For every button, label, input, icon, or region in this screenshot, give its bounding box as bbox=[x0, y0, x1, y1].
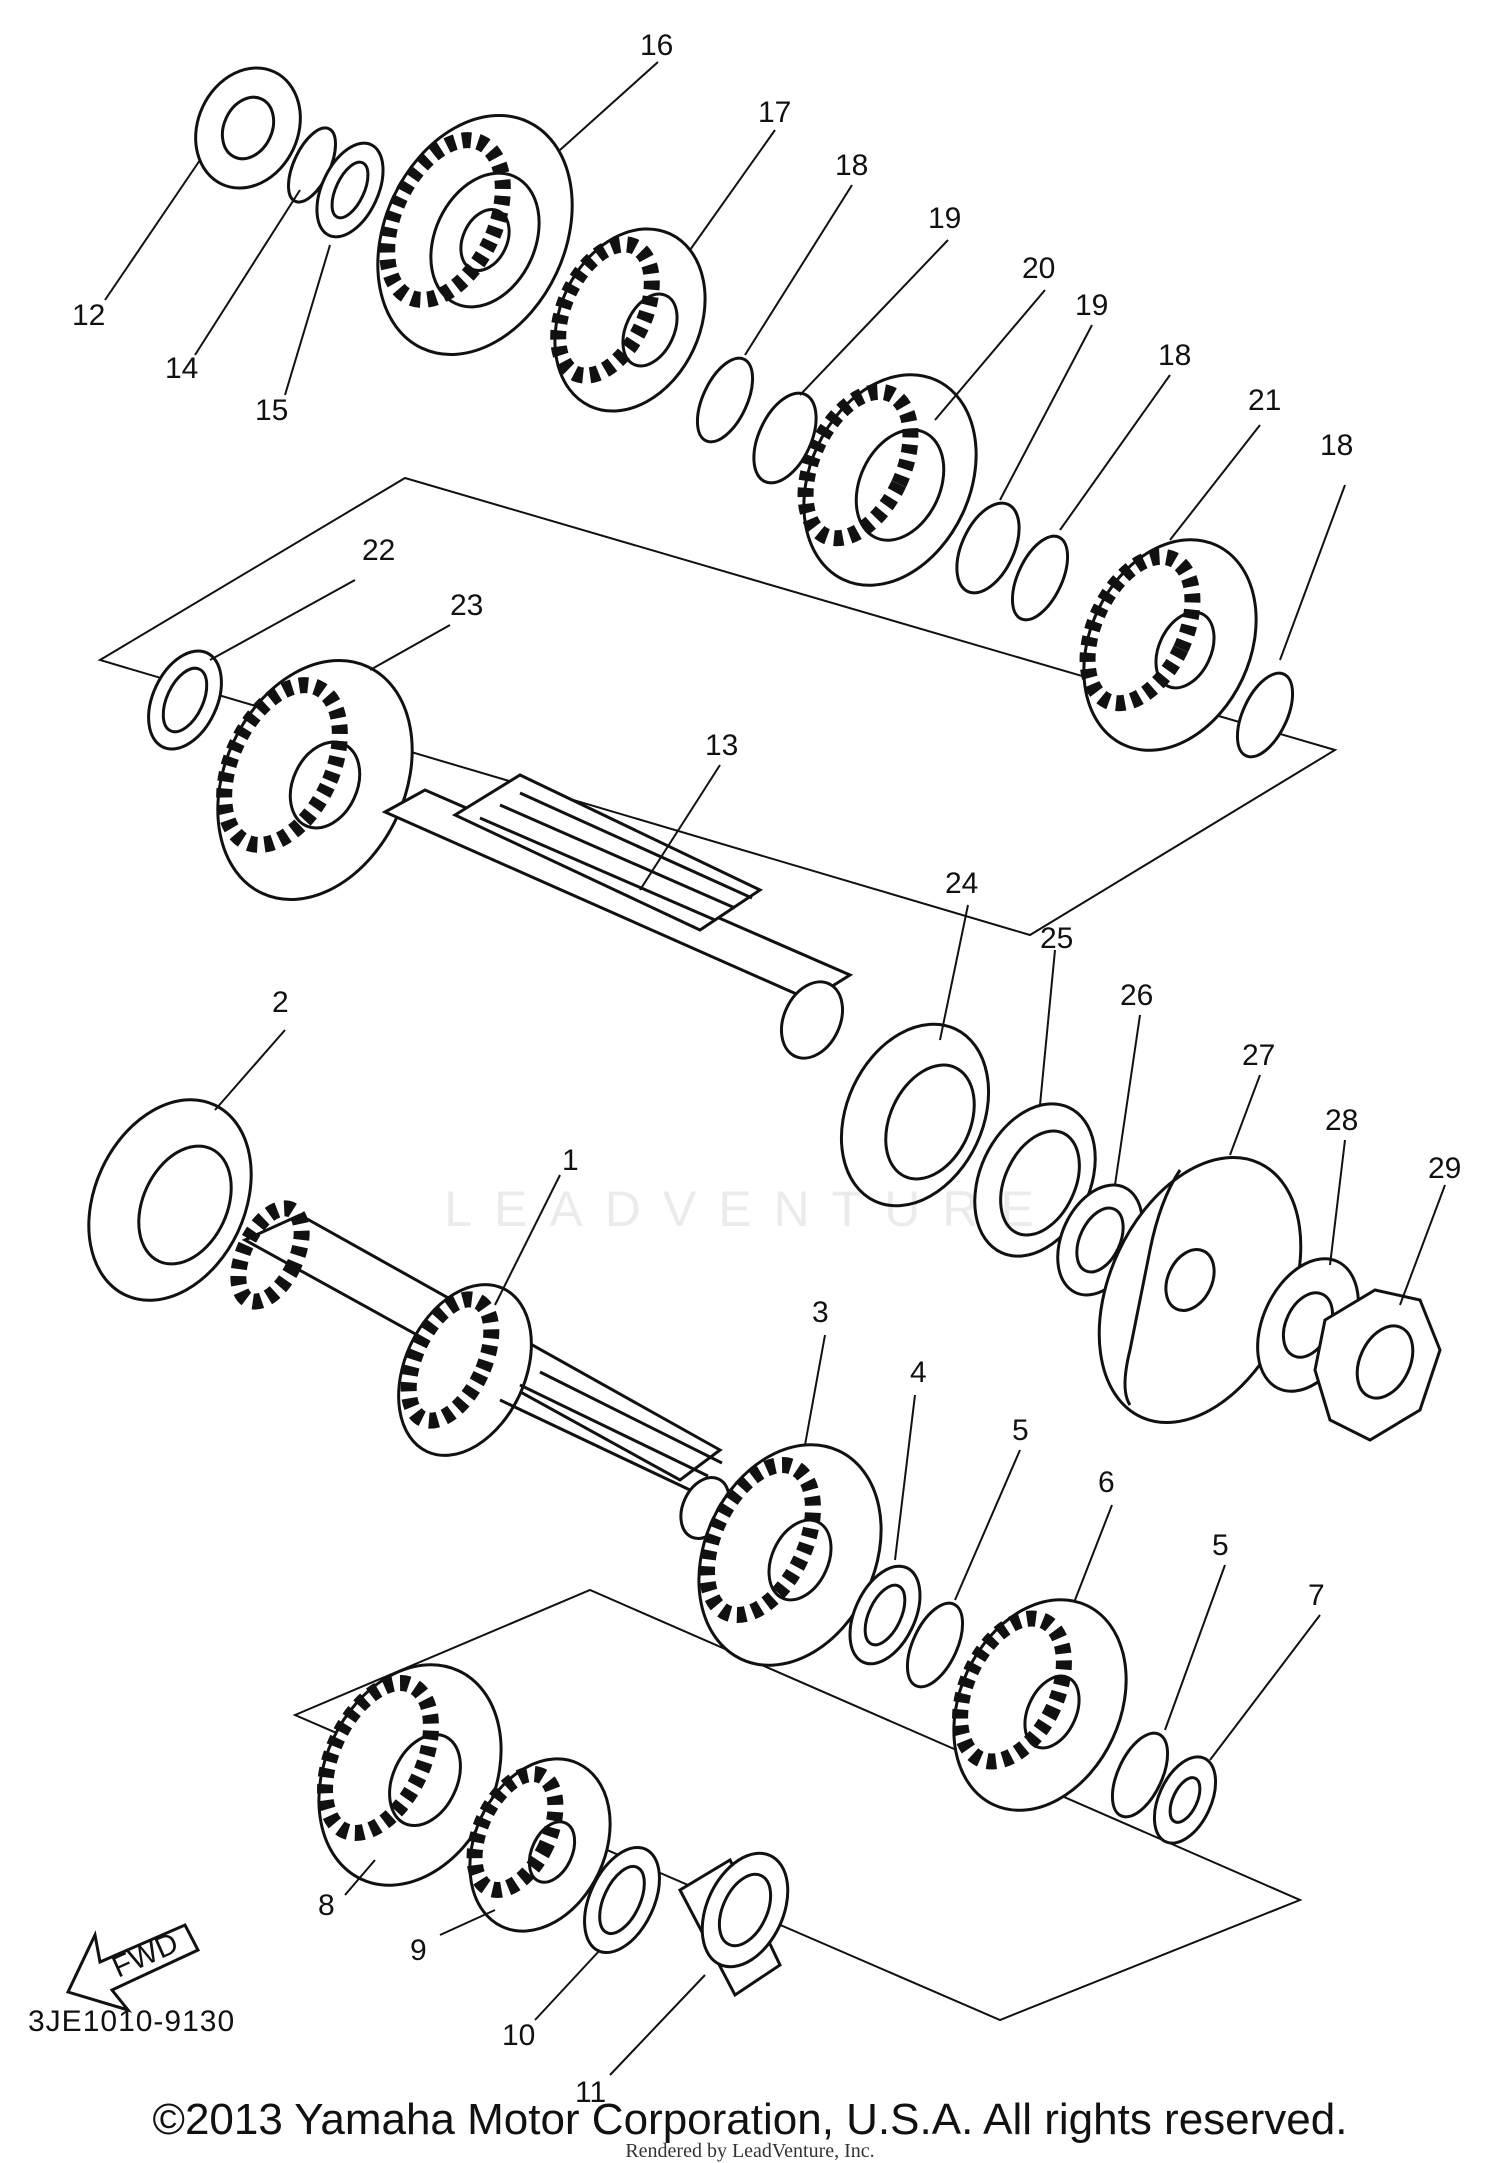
callout-10: 10 bbox=[502, 2019, 535, 2052]
callout-13: 13 bbox=[705, 729, 738, 762]
gear-8 bbox=[317, 1663, 503, 1887]
bearing-2 bbox=[87, 1098, 253, 1302]
callout-29: 29 bbox=[1428, 1152, 1461, 1185]
callout-8: 8 bbox=[318, 1889, 335, 1922]
bearing-24 bbox=[839, 1022, 991, 1208]
callout-23: 23 bbox=[450, 589, 483, 622]
gear-9 bbox=[466, 1757, 612, 1933]
callout-18c: 18 bbox=[1320, 429, 1353, 462]
callout-1: 1 bbox=[562, 1144, 579, 1177]
callout-24: 24 bbox=[945, 867, 978, 900]
callout-17: 17 bbox=[758, 96, 791, 129]
callout-5b: 5 bbox=[1212, 1529, 1229, 1562]
sprocket-27 bbox=[1097, 1156, 1303, 1424]
callout-22: 22 bbox=[362, 534, 395, 567]
callout-19b: 19 bbox=[1075, 289, 1108, 322]
washer-10 bbox=[583, 1845, 661, 1955]
gear-21 bbox=[1079, 538, 1258, 752]
callout-3: 3 bbox=[812, 1296, 829, 1329]
main-shaft-13 bbox=[381, 773, 854, 1060]
washer-7 bbox=[1152, 1755, 1218, 1845]
washer-19b bbox=[955, 501, 1021, 595]
circlip-5a bbox=[905, 1601, 965, 1689]
gear-3 bbox=[697, 1443, 883, 1667]
gear-6 bbox=[952, 1598, 1128, 1812]
callout-9: 9 bbox=[410, 1934, 427, 1967]
watermark: LEADVENTURE bbox=[444, 1181, 1056, 1237]
washer-4 bbox=[848, 1564, 922, 1666]
needle-bearing-11 bbox=[678, 1851, 790, 1998]
drive-axle-1 bbox=[230, 1200, 731, 1540]
nut-29 bbox=[1313, 1288, 1442, 1442]
callout-28: 28 bbox=[1325, 1104, 1358, 1137]
gear-16 bbox=[376, 113, 574, 357]
callout-5a: 5 bbox=[1012, 1414, 1029, 1447]
callout-2: 2 bbox=[272, 986, 289, 1019]
circlip-5b bbox=[1110, 1731, 1170, 1819]
callout-18a: 18 bbox=[835, 149, 868, 182]
gear-20 bbox=[797, 373, 978, 587]
callout-14: 14 bbox=[165, 352, 198, 385]
callout-16: 16 bbox=[640, 29, 673, 62]
gear-17 bbox=[550, 227, 707, 413]
circlip-18a bbox=[695, 356, 755, 444]
rendered-by-notice: Rendered by LeadVenture, Inc. bbox=[625, 2140, 875, 2162]
reference-code: 3JE1010-9130 bbox=[28, 2005, 236, 2038]
callout-26: 26 bbox=[1120, 979, 1153, 1012]
callout-25: 25 bbox=[1040, 922, 1073, 955]
callout-20: 20 bbox=[1022, 252, 1055, 285]
callout-15: 15 bbox=[255, 394, 288, 427]
callout-11: 11 bbox=[575, 2076, 606, 2109]
bearing-12 bbox=[194, 66, 302, 190]
callout-7: 7 bbox=[1308, 1579, 1325, 1612]
copyright-notice: ©2013 Yamaha Motor Corporation, U.S.A. A… bbox=[152, 2095, 1348, 2144]
circlip-18b bbox=[1010, 534, 1070, 622]
callout-4: 4 bbox=[910, 1356, 927, 1389]
callout-18b: 18 bbox=[1158, 339, 1191, 372]
callout-27: 27 bbox=[1242, 1039, 1275, 1072]
callout-12: 12 bbox=[72, 299, 105, 332]
fwd-arrow-icon: FWD bbox=[65, 1923, 201, 2013]
washer-22 bbox=[147, 649, 223, 751]
callout-19a: 19 bbox=[928, 202, 961, 235]
callout-6: 6 bbox=[1098, 1466, 1115, 1499]
upper-group-frame bbox=[97, 476, 1338, 937]
washer-15 bbox=[315, 141, 385, 239]
circlip-18c bbox=[1235, 671, 1295, 759]
leader-lines bbox=[104, 61, 1446, 2076]
washer-19a bbox=[752, 391, 818, 485]
callout-21: 21 bbox=[1248, 384, 1281, 417]
